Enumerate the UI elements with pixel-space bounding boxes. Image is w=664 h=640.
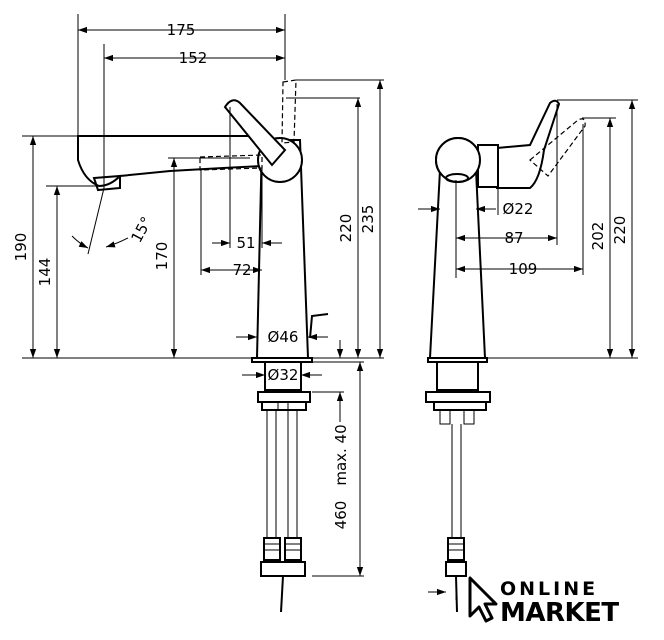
- dim-235: 235: [359, 205, 377, 234]
- dim-max-40: max. 40: [332, 424, 350, 485]
- dim-72: 72: [232, 261, 251, 279]
- side-dimension-lines: [418, 100, 636, 600]
- online-market-logo: ONLINE MARKET: [468, 576, 620, 628]
- side-lever-handle: [496, 99, 561, 189]
- dim-base-diameter: Ø46: [268, 328, 299, 346]
- supply-hoses: [260, 410, 306, 613]
- nut-detail: [277, 401, 289, 411]
- dim-side-202: 202: [589, 222, 607, 251]
- dim-460: 460: [332, 501, 350, 530]
- side-faucet-body: [428, 169, 487, 359]
- cursor-arrow-icon: [468, 576, 498, 623]
- side-shank: [436, 361, 479, 391]
- side-mounting-nut: [425, 391, 491, 403]
- side-extension-lines: [455, 99, 638, 359]
- shank: [264, 361, 302, 391]
- dimension-lines: [29, 26, 384, 576]
- side-lever-alt-position: [529, 118, 586, 177]
- mounting-nut: [257, 391, 311, 403]
- lever-handle: [223, 99, 287, 167]
- dim-170: 170: [153, 242, 171, 271]
- mounting-washer: [261, 401, 307, 411]
- dim-side-220: 220: [611, 216, 629, 245]
- side-hub-front: [435, 137, 481, 183]
- dim-15-degrees: 15°: [127, 214, 155, 246]
- dim-175: 175: [167, 21, 196, 39]
- logo-line1: ONLINE: [500, 578, 598, 600]
- dim-144: 144: [36, 258, 54, 287]
- front-view: 175 152 190 144 170 220 235 15° 51 72 Ø4…: [12, 14, 384, 613]
- dim-152: 152: [179, 49, 208, 67]
- popup-rod: [309, 313, 329, 339]
- dim-220-front: 220: [337, 214, 355, 243]
- side-view: Ø22 87 109 202 220: [418, 99, 638, 613]
- dim-shank-diameter: Ø32: [268, 366, 299, 384]
- dim-side-87: 87: [504, 229, 523, 247]
- logo-line2: MARKET: [500, 598, 619, 628]
- dim-190: 190: [12, 233, 30, 262]
- side-hub-connector: [477, 144, 499, 188]
- extension-lines: [22, 14, 384, 577]
- dim-side-diameter: Ø22: [503, 200, 534, 218]
- side-mounting-washer: [433, 401, 487, 411]
- side-outlet: [445, 173, 469, 183]
- faucet-spout: [77, 135, 263, 188]
- aerator: [92, 174, 121, 192]
- dim-51: 51: [236, 234, 255, 252]
- lever-alt-position-up: [281, 79, 297, 144]
- dim-side-109: 109: [509, 260, 538, 278]
